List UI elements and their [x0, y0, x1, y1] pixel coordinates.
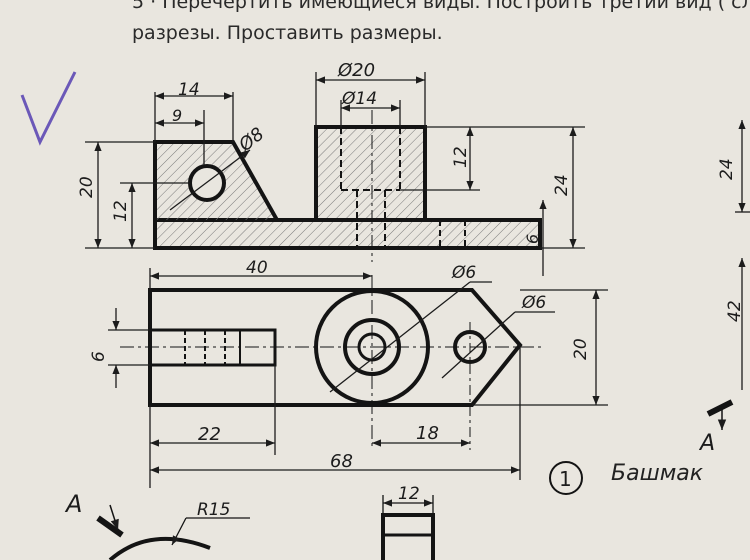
- dim-68: 68: [330, 451, 353, 472]
- dim-6-slot: 6: [89, 351, 109, 362]
- front-view: [153, 110, 542, 262]
- right-dim-24: 24: [717, 158, 737, 180]
- dim-phi6-b: Ø6: [521, 293, 546, 313]
- dim-12-hub: 12: [451, 146, 471, 168]
- dim-24: 24: [552, 174, 572, 196]
- dim-phi20: Ø20: [337, 60, 375, 81]
- part-name: Башмак: [611, 461, 704, 486]
- dim-14: 14: [178, 80, 200, 100]
- dim-6-base: 6: [523, 234, 542, 244]
- dim-12-left: 12: [111, 200, 131, 222]
- part-number: 1: [559, 467, 572, 491]
- dim-20-left: 20: [77, 176, 97, 198]
- task-text-line-2: разрезы. Проставить размеры.: [132, 22, 443, 44]
- right-dim-42: 42: [725, 300, 745, 322]
- section-radius: R15: [197, 500, 230, 520]
- dim-9: 9: [172, 106, 182, 125]
- top-view: [120, 275, 545, 450]
- check-mark: [20, 71, 77, 146]
- section-marker-right: [706, 399, 734, 430]
- right-margin-partial-view: [735, 120, 750, 390]
- section-view-partial: [96, 495, 435, 560]
- part-number-circle: [549, 461, 583, 495]
- dim-phi6-a: Ø6: [451, 263, 476, 283]
- dim-40: 40: [246, 258, 268, 278]
- front-view-dimensions: [85, 72, 585, 276]
- task-text-line-1: 5 · Перечертить имеющиеся виды. Построит…: [132, 0, 750, 13]
- section-dim-12: 12: [398, 484, 420, 504]
- dim-phi14: Ø14: [341, 89, 377, 109]
- dim-18: 18: [416, 423, 439, 444]
- top-view-dimensions: [108, 268, 608, 488]
- section-label-left: A: [64, 490, 82, 518]
- dim-22: 22: [198, 424, 221, 445]
- dim-20-right: 20: [571, 338, 591, 360]
- section-label-right: A: [698, 431, 715, 456]
